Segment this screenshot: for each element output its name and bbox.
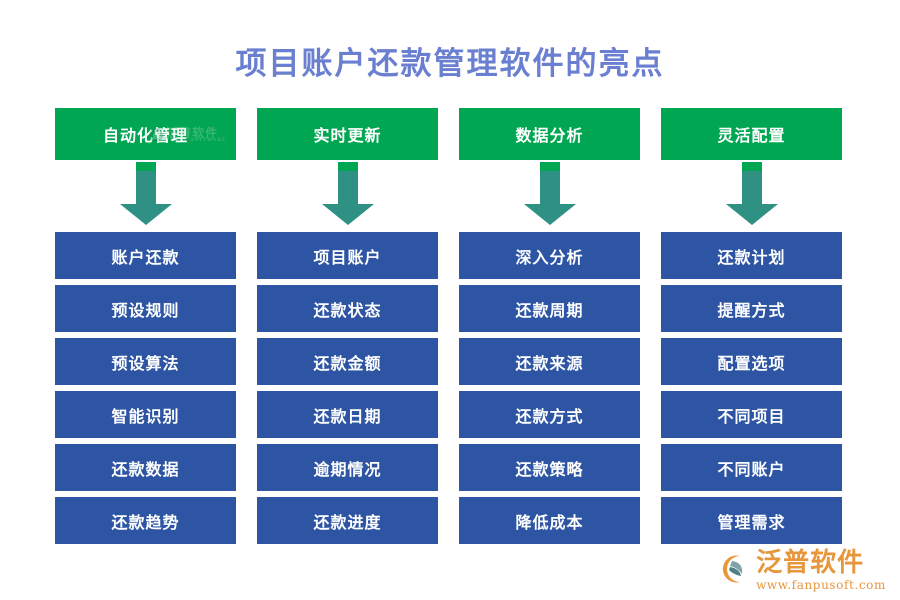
list-item[interactable]: 还款计划	[661, 232, 842, 279]
list-item[interactable]: 还款进度	[257, 497, 438, 544]
column-header-1[interactable]: 自动化管理 泛普软件 FANPU SOFTWARE	[55, 108, 236, 160]
column-header-3[interactable]: 数据分析	[459, 108, 640, 160]
column-header-2[interactable]: 实时更新	[257, 108, 438, 160]
list-item[interactable]: 还款日期	[257, 391, 438, 438]
column-header-label-3: 数据分析	[515, 126, 584, 145]
column-header-label-4: 灵活配置	[717, 126, 786, 145]
list-item[interactable]: 还款数据	[55, 444, 236, 491]
list-item[interactable]: 还款方式	[459, 391, 640, 438]
column-header-4[interactable]: 灵活配置	[661, 108, 842, 160]
down-arrow-icon-1	[119, 162, 173, 228]
columns-container: 自动化管理 泛普软件 FANPU SOFTWARE 账户还款	[55, 108, 845, 544]
column-2: 实时更新 项目账户 还款状态 还款金额 还款日期 逾期情况 还款进度	[257, 108, 438, 544]
list-item[interactable]: 还款来源	[459, 338, 640, 385]
down-arrow-icon-3	[523, 162, 577, 228]
arrow-zone-1	[55, 160, 236, 232]
fanpu-logo-icon	[717, 552, 751, 586]
brand-text: 泛普软件 www.fanpusoft.com	[756, 547, 886, 592]
list-item[interactable]: 项目账户	[257, 232, 438, 279]
down-arrow-icon-2	[321, 162, 375, 228]
list-item[interactable]: 还款金额	[257, 338, 438, 385]
arrow-zone-2	[257, 160, 438, 232]
column-1: 自动化管理 泛普软件 FANPU SOFTWARE 账户还款	[55, 108, 236, 544]
list-item[interactable]: 还款状态	[257, 285, 438, 332]
list-item[interactable]: 账户还款	[55, 232, 236, 279]
down-arrow-icon-4	[725, 162, 779, 228]
brand-logo: 泛普软件 www.fanpusoft.com	[717, 547, 886, 592]
column-4: 灵活配置 还款计划 提醒方式 配置选项 不同项目 不同账户 管理需求	[661, 108, 842, 544]
brand-url: www.fanpusoft.com	[756, 578, 886, 592]
list-item[interactable]: 不同账户	[661, 444, 842, 491]
list-item[interactable]: 还款策略	[459, 444, 640, 491]
column-header-label-1: 自动化管理	[102, 126, 188, 145]
arrow-zone-4	[661, 160, 842, 232]
list-item[interactable]: 不同项目	[661, 391, 842, 438]
list-item[interactable]: 智能识别	[55, 391, 236, 438]
page-title: 项目账户还款管理软件的亮点	[235, 46, 665, 82]
column-3: 数据分析 深入分析 还款周期 还款来源 还款方式 还款策略 降低成本	[459, 108, 640, 544]
list-item[interactable]: 预设规则	[55, 285, 236, 332]
column-header-label-2: 实时更新	[313, 126, 382, 145]
list-item[interactable]: 逾期情况	[257, 444, 438, 491]
list-item[interactable]: 降低成本	[459, 497, 640, 544]
list-item[interactable]: 还款趋势	[55, 497, 236, 544]
list-item[interactable]: 管理需求	[661, 497, 842, 544]
brand-name: 泛普软件	[756, 547, 865, 578]
list-item[interactable]: 还款周期	[459, 285, 640, 332]
list-item[interactable]: 预设算法	[55, 338, 236, 385]
list-item[interactable]: 深入分析	[459, 232, 640, 279]
list-item[interactable]: 提醒方式	[661, 285, 842, 332]
arrow-zone-3	[459, 160, 640, 232]
list-item[interactable]: 配置选项	[661, 338, 842, 385]
